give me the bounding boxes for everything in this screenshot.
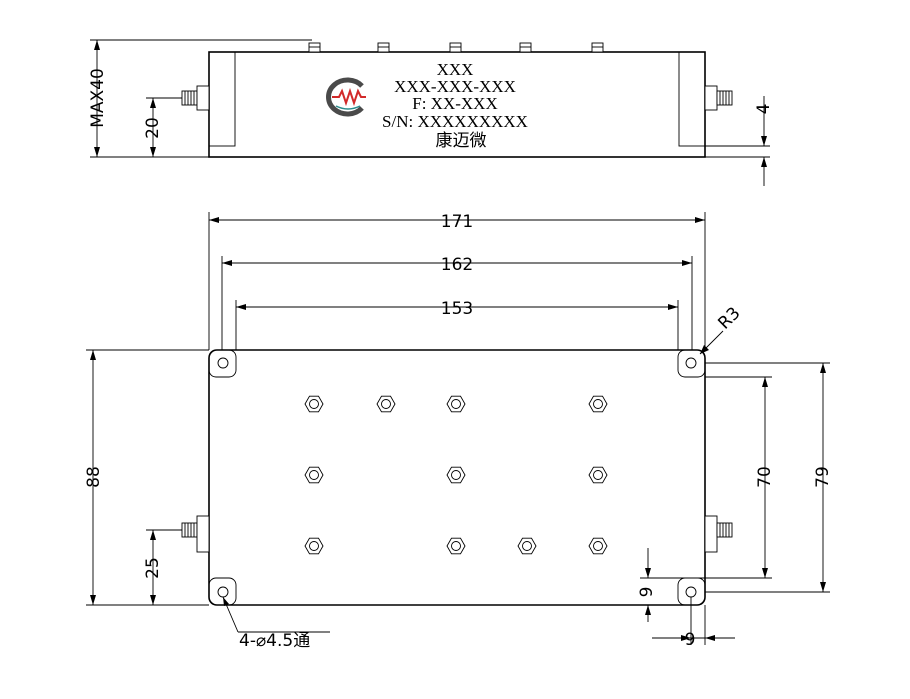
side-view-flange-left [208, 51, 236, 147]
dimension-25-label: 25 [143, 557, 163, 579]
sma-connector-plan-left [181, 515, 210, 553]
dimension-79: 79 [705, 362, 833, 593]
dimension-162-label: 162 [441, 255, 473, 275]
radius-callout-label: R3 [714, 303, 744, 333]
mounting-hole-bottom-left [208, 577, 237, 606]
label-line-2: XXX-XXX-XXX [394, 77, 516, 96]
top-terminal [449, 42, 462, 53]
dimension-79-label: 79 [813, 466, 833, 488]
label-line-4: S/N: XXXXXXXXX [382, 112, 528, 131]
dimension-171-label: 171 [441, 212, 473, 232]
dimension-25: 25 [143, 529, 182, 605]
dimension-153-label: 153 [441, 299, 473, 319]
side-view-flange-right [678, 51, 706, 147]
sma-connector-plan-right [704, 515, 733, 553]
dimension-70: 70 [640, 376, 775, 579]
label-line-3: F: XX-XXX [412, 94, 497, 113]
dimension-162: 162 [221, 255, 693, 350]
terminal-nut [304, 537, 324, 555]
dimension-4: 4 [705, 96, 774, 186]
mounting-hole-top-left [208, 349, 237, 378]
dimension-4-label: 4 [754, 104, 774, 115]
top-terminal [591, 42, 604, 53]
top-terminal [377, 42, 390, 53]
dimension-9-horizontal: 9 [652, 597, 735, 650]
sma-connector-left [181, 85, 210, 111]
terminal-nut [376, 395, 396, 413]
terminal-nut [588, 466, 608, 484]
mounting-hole-bottom-right [677, 577, 706, 606]
hole-callout-label: 4-⌀4.5通 [239, 631, 310, 651]
terminal-nuts [304, 395, 608, 555]
label-block: XXX XXX-XXX-XXX F: XX-XXX S/N: XXXXXXXXX… [382, 60, 528, 150]
mounting-hole-top-right [677, 349, 706, 378]
dimension-9-horizontal-label: 9 [685, 630, 696, 650]
top-terminal [308, 42, 321, 53]
plan-view: 171 162 153 R3 [84, 212, 833, 651]
terminal-nut [304, 395, 324, 413]
terminal-nut [517, 537, 537, 555]
terminal-nut [446, 466, 466, 484]
dimension-max40-label: MAX40 [88, 68, 108, 128]
terminal-nut [588, 395, 608, 413]
dimension-20-label: 20 [143, 117, 163, 139]
dimension-153: 153 [235, 299, 679, 350]
plan-view-body [208, 349, 706, 606]
top-terminal [519, 42, 532, 53]
terminal-nut [588, 537, 608, 555]
terminal-nut [446, 537, 466, 555]
terminal-nut [446, 395, 466, 413]
dimension-70-label: 70 [755, 466, 775, 488]
dimension-171: 171 [208, 212, 706, 350]
dimension-88: 88 [84, 349, 209, 606]
dimension-9-vertical: 9 [637, 548, 678, 622]
radius-callout: R3 [699, 303, 745, 355]
top-terminals [308, 42, 604, 53]
dimension-20: 20 [143, 97, 182, 157]
label-line-5: 康迈微 [436, 131, 487, 150]
company-logo [326, 77, 366, 117]
terminal-nut [304, 466, 324, 484]
dimension-9-vertical-label: 9 [637, 587, 657, 598]
dimension-88-label: 88 [84, 466, 104, 488]
hole-callout: 4-⌀4.5通 [222, 596, 330, 651]
label-line-1: XXX [437, 60, 474, 79]
sma-connector-right [704, 85, 733, 111]
side-view: XXX XXX-XXX-XXX F: XX-XXX S/N: XXXXXXXXX… [88, 39, 774, 186]
dimension-max40: MAX40 [88, 39, 312, 158]
